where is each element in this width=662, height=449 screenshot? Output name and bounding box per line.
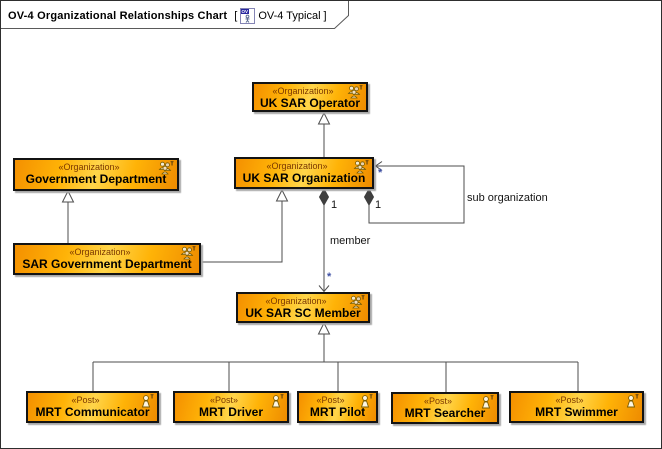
- organization-group-icon: T: [353, 161, 369, 174]
- post-person-icon: T: [360, 395, 373, 408]
- context-open-bracket: [: [234, 10, 238, 22]
- node-name: Government Department: [25, 172, 167, 186]
- suborganization-association-label: sub organization: [467, 192, 548, 204]
- member-target-multiplicity: *: [327, 271, 332, 283]
- typical-marker: T: [636, 395, 639, 401]
- context-close-bracket: ]: [323, 10, 327, 22]
- node-uk-sar-organization[interactable]: «Organization» UK SAR Organization T: [234, 157, 374, 189]
- typical-marker: T: [171, 162, 174, 168]
- node-government-department[interactable]: «Organization» Government Department T: [13, 158, 179, 191]
- typical-marker: T: [151, 395, 154, 401]
- node-name: SAR Government Department: [22, 257, 192, 271]
- typical-marker: T: [193, 247, 196, 253]
- typical-marker: T: [362, 296, 365, 302]
- stereotype-label: «Post»: [209, 395, 239, 405]
- suborganization-source-multiplicity: 1: [375, 199, 382, 211]
- diagram-tab-outline: [1, 1, 349, 29]
- typical-marker: T: [370, 395, 373, 401]
- ov4-diagram-icon: OV: [240, 8, 256, 24]
- post-person-icon: T: [481, 396, 494, 409]
- post-person-icon: T: [141, 395, 154, 408]
- stereotype-label: «Post»: [71, 395, 100, 405]
- diagram-title-tab[interactable]: OV-4 Organizational Relationships Chart …: [8, 7, 327, 25]
- organization-group-icon: T: [349, 296, 365, 309]
- stereotype-label: «Post»: [316, 395, 345, 405]
- node-sar-government-department[interactable]: «Organization» SAR Government Department…: [13, 243, 201, 275]
- typical-marker: T: [366, 161, 369, 167]
- typical-marker: T: [491, 396, 494, 402]
- node-mrt-searcher[interactable]: «Post» MRT Searcher T: [391, 392, 499, 424]
- stereotype-label: «Organization»: [272, 86, 334, 96]
- stereotype-label: «Organization»: [265, 296, 327, 306]
- generalization-organization-to-operator: [317, 111, 331, 157]
- diagram-context: OV-4 Typical: [258, 10, 321, 22]
- generalization-sargov-to-organization: [201, 188, 289, 263]
- node-mrt-pilot[interactable]: «Post» MRT Pilot T: [297, 391, 378, 423]
- diagram-title: OV-4 Organizational Relationships Chart: [8, 10, 228, 22]
- stereotype-label: «Organization»: [69, 247, 131, 257]
- node-name: MRT Searcher: [404, 406, 486, 420]
- node-name: UK SAR SC Member: [245, 306, 361, 320]
- node-mrt-swimmer[interactable]: «Post» MRT Swimmer T: [509, 391, 644, 423]
- stereotype-label: «Organization»: [58, 162, 120, 172]
- typical-marker: T: [281, 395, 284, 401]
- organization-group-icon: T: [158, 162, 174, 175]
- stereotype-label: «Post»: [423, 396, 453, 406]
- composition-suborganization-connector: [363, 161, 465, 224]
- generalization-posts-bus: [92, 321, 579, 392]
- node-name: UK SAR Operator: [259, 96, 360, 110]
- organization-group-icon: T: [180, 247, 196, 260]
- organization-group-icon: T: [347, 86, 363, 99]
- node-name: UK SAR Organization: [242, 171, 366, 185]
- node-name: MRT Communicator: [35, 405, 150, 419]
- post-person-icon: T: [271, 395, 284, 408]
- stereotype-label: «Post»: [555, 395, 584, 405]
- node-name: MRT Swimmer: [535, 405, 618, 419]
- node-mrt-communicator[interactable]: «Post» MRT Communicator T: [26, 391, 159, 423]
- node-uk-sar-sc-member[interactable]: «Organization» UK SAR SC Member T: [236, 292, 370, 323]
- stereotype-label: «Organization»: [266, 161, 328, 171]
- suborganization-target-multiplicity: *: [378, 167, 383, 179]
- ov4-icon-label: OV: [242, 9, 249, 14]
- composition-member-connector: [318, 187, 330, 293]
- member-association-label: member: [330, 235, 371, 247]
- node-mrt-driver[interactable]: «Post» MRT Driver T: [173, 391, 289, 423]
- post-person-icon: T: [626, 395, 639, 408]
- generalization-sargov-to-govdept: [61, 189, 75, 243]
- typical-marker: T: [360, 86, 363, 92]
- member-source-multiplicity: 1: [331, 199, 338, 211]
- node-name: MRT Pilot: [309, 405, 366, 419]
- node-uk-sar-operator[interactable]: «Organization» UK SAR Operator T: [252, 82, 368, 112]
- node-name: MRT Driver: [198, 405, 263, 419]
